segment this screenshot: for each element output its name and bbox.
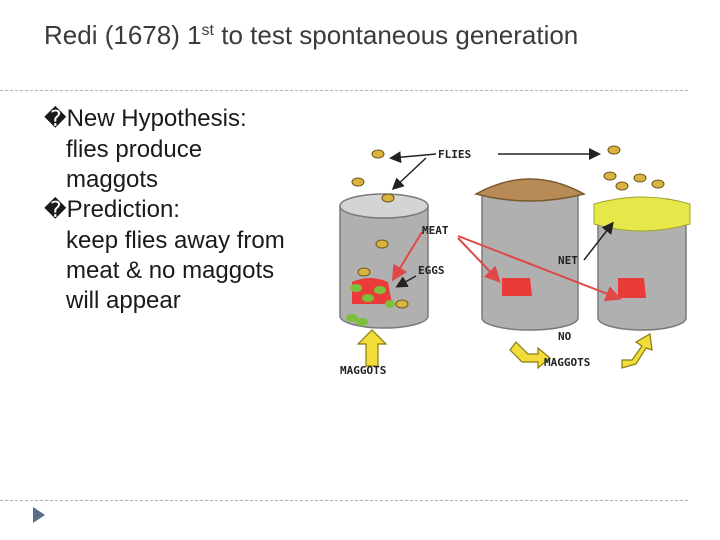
label-no-maggots: MAGGOTS [544, 356, 590, 369]
meat-icon [502, 278, 532, 296]
bullet-text-line: maggots [66, 166, 159, 193]
bullet-hypothesis: �New Hypothesis: [44, 104, 364, 135]
label-eggs: EGGS [418, 264, 445, 277]
redi-experiment-illustration: FLIES MEAT EGGS NET MAGGOTS NO MAGGOTS [339, 145, 691, 377]
bullet-prediction: �Prediction: [44, 195, 364, 226]
slide-title: Redi (1678) 1st to test spontaneous gene… [44, 18, 644, 52]
yellow-arrows [356, 329, 653, 370]
label-no: NO [558, 330, 572, 343]
play-triangle-icon[interactable] [32, 506, 46, 524]
bullet-list: �New Hypothesis: flies produce maggots �… [44, 104, 364, 316]
title-superscript: st [201, 22, 214, 39]
sealed-jar [473, 178, 587, 331]
bullet-label: New Hypothesis: [66, 105, 247, 132]
label-flies: FLIES [438, 148, 471, 161]
open-jar [339, 149, 429, 329]
bullet-box-icon: � [44, 198, 67, 223]
bullet-text-line: keep flies away from [66, 227, 285, 254]
bottom-divider [0, 500, 688, 501]
label-meat: MEAT [422, 224, 449, 237]
meat-icon [352, 278, 392, 304]
fly-icon [351, 149, 409, 309]
label-maggots: MAGGOTS [340, 364, 386, 377]
meat-icon [618, 278, 646, 298]
maggots-icon [346, 284, 395, 326]
fly-icon [603, 145, 665, 191]
title-prefix: Redi (1678) 1 [44, 20, 202, 50]
net-icon [593, 196, 691, 232]
bullet-label: Prediction: [66, 196, 180, 223]
top-divider [0, 90, 688, 91]
title-suffix: to test spontaneous generation [214, 20, 579, 50]
pointer-arrows [389, 148, 622, 302]
bullet-text-line: will appear [66, 287, 181, 314]
net-covered-jar [593, 145, 691, 331]
bullet-text-line: meat & no maggots [66, 257, 275, 284]
bullet-text-line: flies produce [66, 136, 203, 163]
bullet-box-icon: � [44, 107, 67, 132]
label-net: NET [558, 254, 578, 267]
cork-icon [473, 178, 587, 202]
